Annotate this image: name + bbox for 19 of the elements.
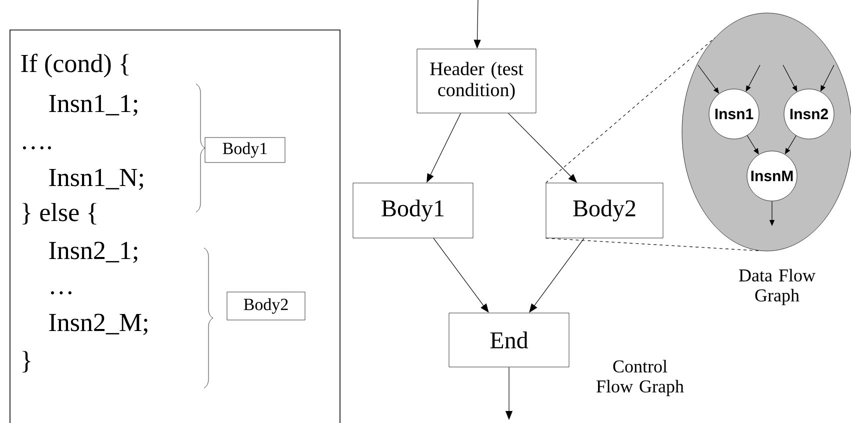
label-box: Body2 [226, 292, 306, 320]
arrow [746, 135, 759, 154]
node-label: … [50, 291, 72, 294]
node-label: If (cond) { [21, 54, 128, 78]
dashed-line [546, 238, 762, 252]
caption-text: Control Flow Graph [596, 360, 684, 396]
node-label: Insn2_M; [49, 314, 148, 335]
node-label: …. [22, 146, 51, 150]
node-label: } [22, 350, 30, 372]
dashed-line [546, 38, 716, 184]
block-box: Body1 [352, 182, 474, 238]
header-box: Header (test condition) [416, 48, 536, 114]
node-label: Insn1_1; [49, 94, 138, 116]
block-box: Body2 [546, 182, 664, 238]
node-label: Insn2_1; [49, 242, 138, 263]
block-box: End [448, 312, 570, 368]
node-label: } else { [22, 202, 96, 224]
node-label: Insn1_N; [49, 168, 143, 190]
label-box: Body1 [204, 137, 286, 163]
